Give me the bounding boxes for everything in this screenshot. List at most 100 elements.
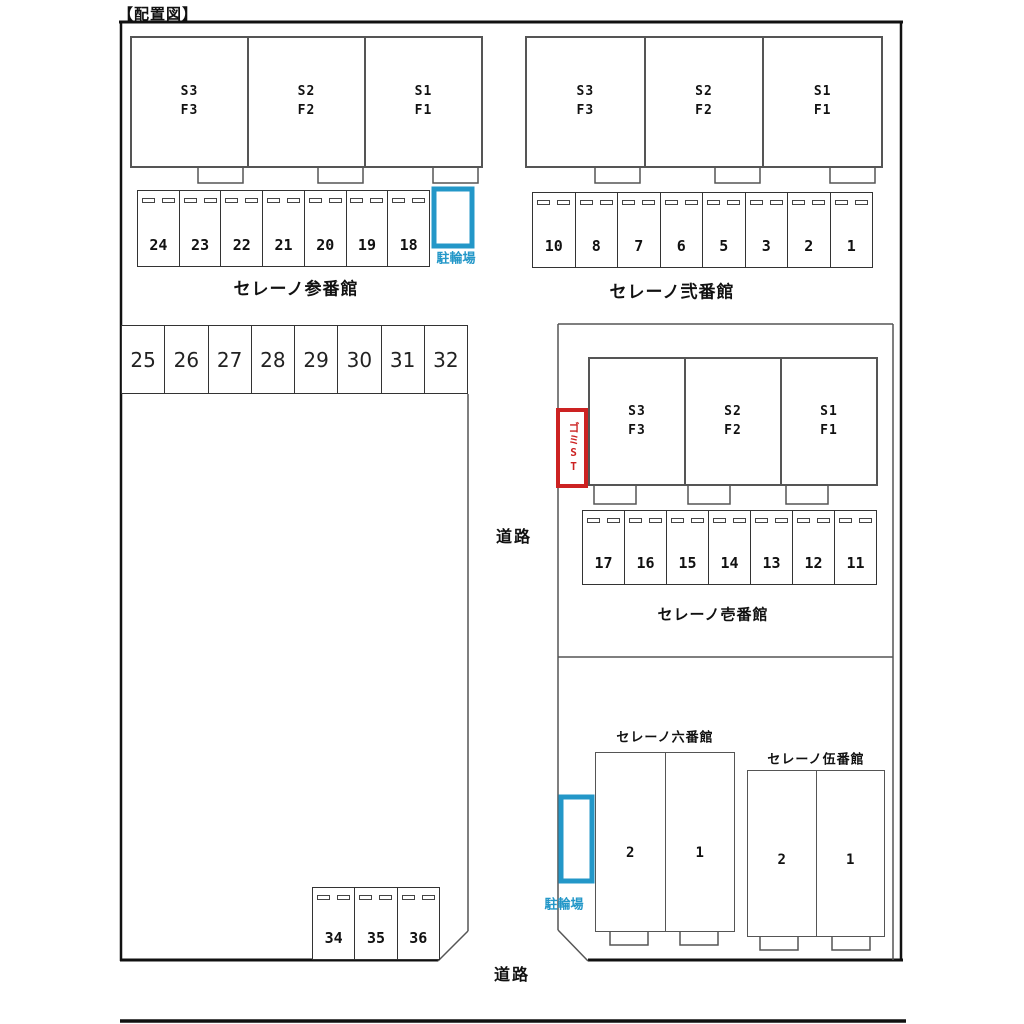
wheel-stoppers (667, 518, 708, 523)
parking-space: 6 (661, 193, 703, 267)
parking-space: 32 (425, 326, 467, 393)
page-title: 【配置図】 (118, 5, 199, 23)
wheel-stoppers (313, 895, 354, 900)
space-number: 35 (366, 929, 386, 947)
space-number: 15 (678, 554, 697, 572)
parking-space: 15 (667, 511, 709, 584)
entrance-tab (679, 932, 719, 946)
bike-parking-box-bottom (558, 794, 595, 884)
parking-space: 5 (703, 193, 746, 267)
unit-label: S3 F3 (576, 84, 595, 118)
building-unit: S1 F1 (782, 359, 876, 484)
complex-name-rokubankan: セレーノ六番館 (616, 730, 714, 746)
building-nibankan: S3 F3 S2 F2 S1 F1 (525, 36, 883, 168)
parking-row-ichibankan: 17 16 15 14 13 12 11 (582, 510, 877, 585)
wheel-stoppers (703, 200, 745, 205)
parking-space: 16 (625, 511, 667, 584)
parking-space: 21 (263, 191, 305, 266)
wheel-stoppers (355, 895, 396, 900)
space-number: 14 (720, 554, 739, 572)
building-rokubankan: 2 1 (595, 752, 735, 932)
building-unit: S2 F2 (646, 38, 765, 166)
wheel-stoppers (618, 200, 660, 205)
space-number: 36 (409, 929, 428, 947)
unit-label: S2 F2 (724, 403, 742, 438)
parking-space: 7 (618, 193, 661, 267)
parking-space: 36 (398, 888, 439, 959)
wheel-stoppers (533, 200, 575, 205)
space-number: 2 (804, 237, 814, 255)
wheel-stoppers (788, 200, 830, 205)
building-unit: 1 (817, 771, 885, 936)
unit-number: 2 (777, 851, 786, 868)
complex-name-sanbankan: セレーノ参番館 (233, 279, 359, 300)
space-number: 26 (173, 347, 200, 372)
building-unit: S2 F2 (686, 359, 782, 484)
space-number: 20 (316, 236, 335, 254)
wheel-stoppers (661, 200, 703, 205)
unit-label: S2 F2 (695, 84, 713, 118)
entrance-tab (432, 168, 479, 184)
entrance-tab (594, 168, 641, 184)
wheel-stoppers (347, 198, 388, 203)
complex-name-nibankan: セレーノ弐番館 (609, 282, 735, 303)
building-unit: S1 F1 (366, 38, 481, 166)
complex-name-gobankan: セレーノ伍番館 (767, 752, 865, 768)
entrance-tab (593, 486, 637, 505)
wheel-stoppers (398, 895, 439, 900)
building-unit: S1 F1 (764, 38, 881, 166)
wheel-stoppers (831, 200, 873, 205)
space-number: 31 (389, 347, 416, 372)
unit-label: S3 F3 (180, 84, 199, 118)
parking-space: 13 (751, 511, 793, 584)
wheel-stoppers (583, 518, 624, 523)
parking-space: 34 (313, 888, 356, 959)
entrance-tab (785, 486, 829, 505)
wheel-stoppers (746, 200, 788, 205)
bike-parking-label-bottom: 駐輪場 (544, 897, 584, 913)
parking-space: 23 (180, 191, 222, 266)
parking-space: 2 (788, 193, 831, 267)
space-number: 29 (303, 347, 329, 372)
space-number: 19 (357, 236, 376, 254)
parking-space: 19 (347, 191, 389, 266)
wheel-stoppers (221, 198, 262, 203)
space-number: 18 (399, 236, 418, 254)
wheel-stoppers (751, 518, 792, 523)
building-ichibankan: S3 F3 S2 F2 S1 F1 (588, 357, 878, 486)
road-label-bottom: 道路 (493, 965, 531, 984)
space-number: 5 (719, 237, 729, 255)
building-unit: S2 F2 (249, 38, 366, 166)
unit-label: S2 F2 (297, 84, 316, 118)
space-number: 24 (149, 236, 168, 254)
garbage-station-label: ゴミST (567, 422, 580, 474)
building-unit: 2 (748, 771, 817, 936)
wheel-stoppers (625, 518, 666, 523)
space-number: 30 (346, 347, 373, 372)
unit-label: S3 F3 (628, 403, 646, 438)
parking-space: 8 (576, 193, 618, 267)
parking-space: 12 (793, 511, 835, 584)
wheel-stoppers (835, 518, 876, 523)
entrance-tab (831, 937, 871, 951)
space-number: 6 (676, 237, 686, 255)
wheel-stoppers (305, 198, 346, 203)
space-number: 3 (761, 237, 771, 255)
east-enclosure-chamfer (557, 929, 589, 962)
entrance-tab (687, 486, 731, 505)
entrance-tab (829, 168, 876, 184)
parking-space: 25 (122, 326, 166, 393)
road-label-center: 道路 (495, 527, 533, 546)
parking-space: 30 (338, 326, 382, 393)
wheel-stoppers (576, 200, 618, 205)
building-unit: S3 F3 (132, 38, 249, 166)
bike-parking-label-top: 駐輪場 (436, 251, 476, 267)
space-number: 34 (324, 929, 343, 947)
space-number: 25 (130, 347, 156, 372)
space-number: 11 (846, 554, 865, 572)
parking-space: 14 (709, 511, 751, 584)
building-unit: S3 F3 (527, 38, 646, 166)
parking-space: 27 (209, 326, 252, 393)
